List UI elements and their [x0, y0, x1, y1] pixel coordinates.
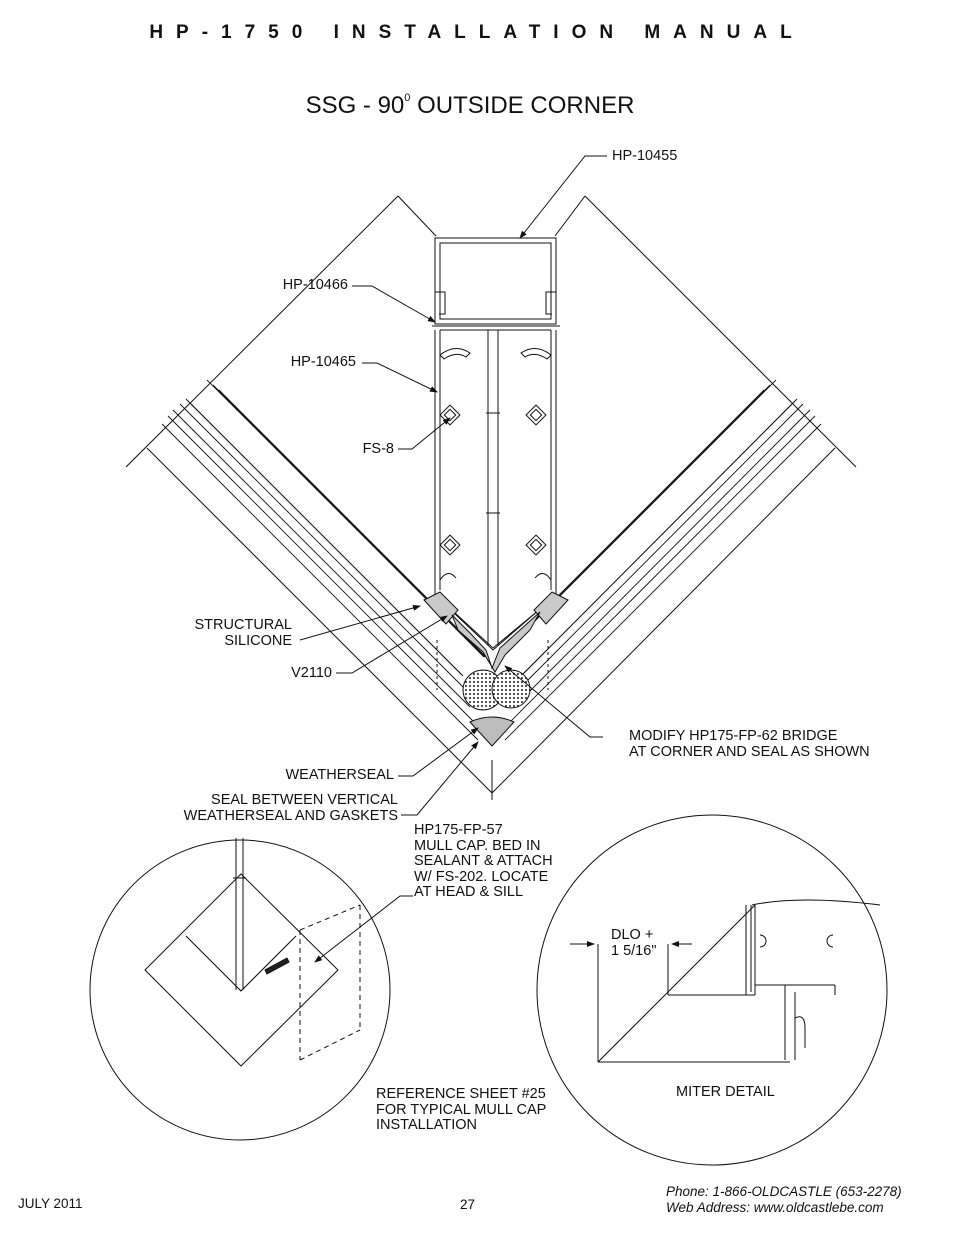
title-suffix: OUTSIDE CORNER: [410, 92, 635, 119]
structural-silicone-blocks: [423, 591, 569, 673]
label-hp-10455: HP-10455: [612, 148, 678, 164]
fs-8-screw-heads: [439, 404, 547, 556]
title-degree: 0: [404, 92, 411, 104]
outer-wall-lines: [125, 195, 857, 800]
label-reference-sheet: REFERENCE SHEET #25 FOR TYPICAL MULL CAP…: [376, 1086, 547, 1133]
label-hp-10466: HP-10466: [282, 277, 348, 293]
page-number: 27: [460, 1197, 476, 1212]
right-glass-layers: [495, 379, 822, 741]
label-dlo: DLO + 1 5/16": [611, 927, 657, 959]
label-seal-between: SEAL BETWEEN VERTICAL WEATHERSEAL AND GA…: [183, 792, 398, 824]
leader-lines: [299, 155, 607, 816]
label-modify-bridge: MODIFY HP175-FP-62 BRIDGE AT CORNER AND …: [629, 728, 870, 760]
miter-detail: [536, 814, 888, 1166]
footer-phone: Phone: 1-866-OLDCASTLE (653-2278): [666, 1184, 902, 1199]
footer-web: Web Address: www.oldcastlebe.com: [666, 1200, 884, 1215]
label-weatherseal: WEATHERSEAL: [285, 767, 394, 783]
label-mull-cap: HP175-FP-57 MULL CAP. BED IN SEALANT & A…: [414, 822, 553, 900]
corner-detail-lines: [436, 640, 549, 690]
mullion-body: [432, 325, 560, 651]
footer-date: JULY 2011: [18, 1196, 83, 1211]
weatherseal-bead: [469, 716, 515, 747]
hp-10455-profile: [434, 237, 557, 325]
backer-rods: [462, 669, 531, 711]
left-glass-layers: [161, 379, 488, 741]
label-structural-silicone: STRUCTURAL SILICONE: [194, 617, 292, 649]
label-fs-8: FS-8: [362, 441, 394, 457]
manual-header: HP-1750 INSTALLATION MANUAL: [149, 22, 805, 43]
label-v2110: V2110: [291, 665, 332, 681]
label-miter-detail: MITER DETAIL: [676, 1084, 775, 1100]
title-prefix: SSG - 90: [305, 92, 405, 119]
drawing-title: SSG - 900 OUTSIDE CORNER: [0, 92, 940, 120]
label-hp-10465: HP-10465: [290, 354, 356, 370]
mull-cap-detail: [89, 838, 413, 1141]
